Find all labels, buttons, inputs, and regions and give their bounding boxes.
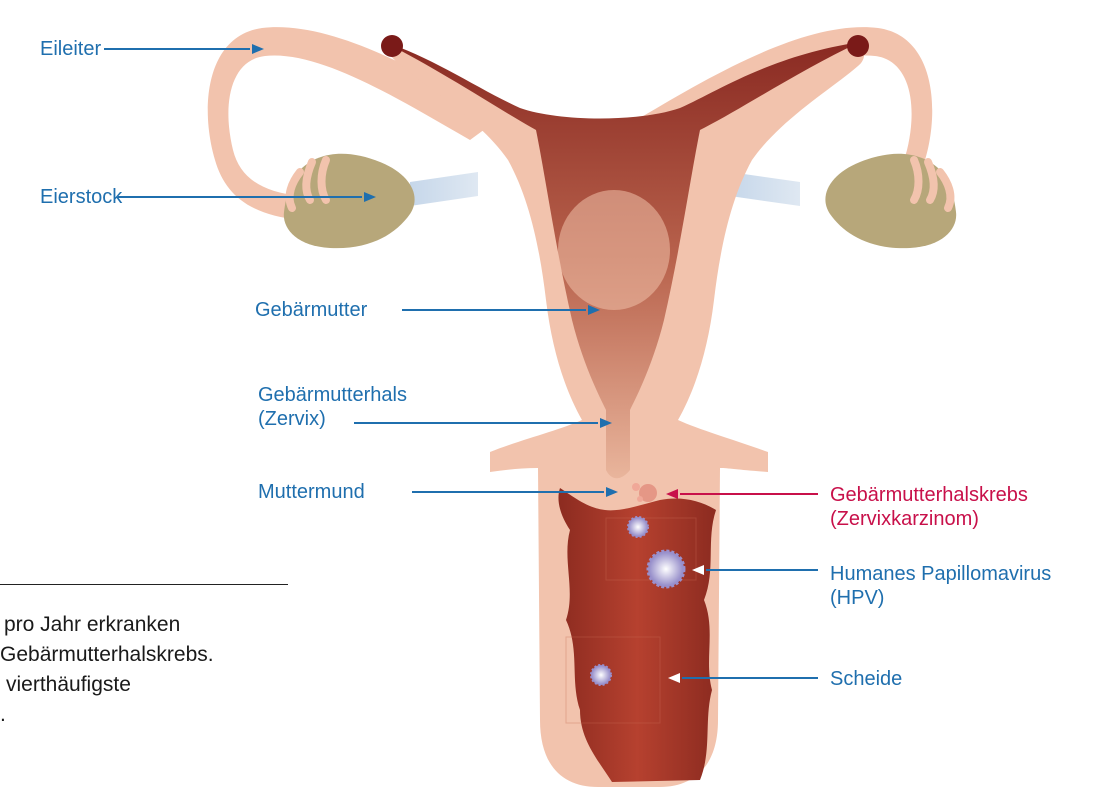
side-text-line1: pro Jahr erkranken — [0, 610, 300, 640]
label-krebs-line2: (Zervixkarzinom) — [830, 507, 1028, 531]
cavity-highlight — [558, 190, 670, 310]
hpv-virus-small-1 — [628, 517, 648, 537]
side-text-block: pro Jahr erkranken Gebärmutterhalskrebs.… — [0, 610, 300, 730]
label-gebaermutterhals: Gebärmutterhals (Zervix) — [258, 383, 407, 431]
carcinoma-spot-small-2 — [637, 496, 643, 502]
side-text-line2: Gebärmutterhalskrebs. — [0, 640, 300, 670]
label-scheide: Scheide — [830, 667, 902, 691]
label-hpv-line2: (HPV) — [830, 586, 1051, 610]
left-tube-opening — [381, 35, 403, 57]
side-text-line3: vierthäufigste — [0, 670, 300, 700]
label-eierstock: Eierstock — [40, 185, 122, 209]
label-gebaermutterhals-line2: (Zervix) — [258, 407, 407, 431]
label-krebs: Gebärmutterhalskrebs (Zervixkarzinom) — [830, 483, 1028, 531]
hpv-virus-small-2 — [591, 665, 611, 685]
right-tube-opening — [847, 35, 869, 57]
side-text-line4: . — [0, 700, 300, 730]
left-ovary — [284, 154, 415, 248]
label-krebs-line1: Gebärmutterhalskrebs — [830, 483, 1028, 507]
label-hpv-line1: Humanes Papillomavirus — [830, 562, 1051, 586]
label-muttermund: Muttermund — [258, 480, 365, 504]
right-ovary — [825, 154, 956, 248]
label-hpv: Humanes Papillomavirus (HPV) — [830, 562, 1051, 610]
hpv-virus-large — [648, 551, 684, 587]
label-gebaermutter: Gebärmutter — [255, 298, 367, 322]
label-eileiter: Eileiter — [40, 37, 101, 61]
carcinoma-spot-small — [632, 483, 640, 491]
left-ligament — [410, 172, 478, 206]
label-gebaermutterhals-line1: Gebärmutterhals — [258, 383, 407, 407]
separator-rule — [0, 584, 288, 585]
